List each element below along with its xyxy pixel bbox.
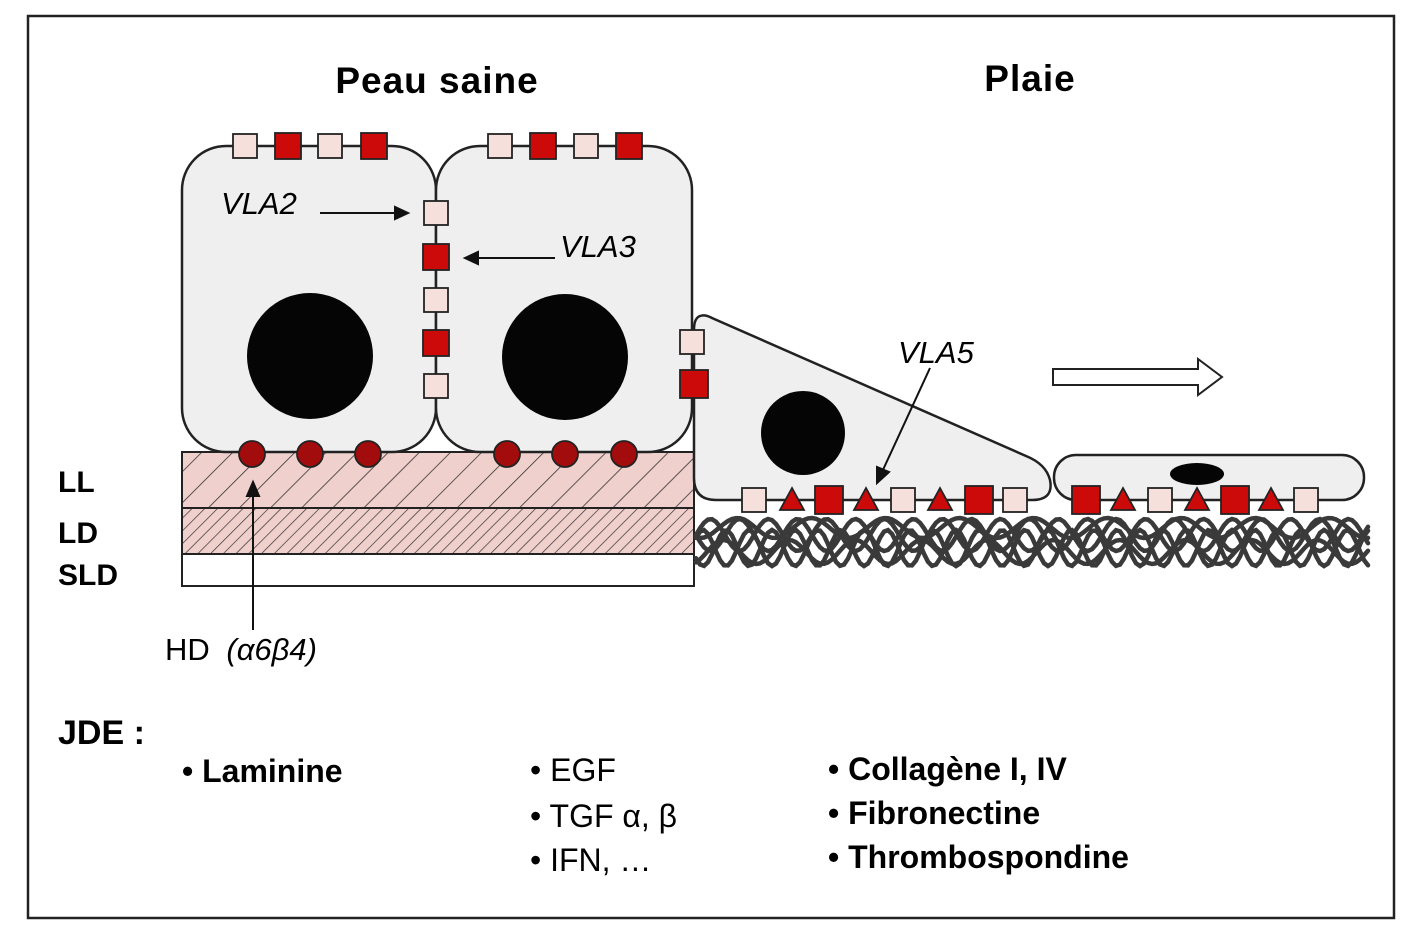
integrin-triangle xyxy=(1183,486,1211,511)
integrin-triangle xyxy=(1109,486,1137,511)
legend-col3-item: • Thrombospondine xyxy=(828,839,1129,875)
integrins-basal xyxy=(741,485,1319,515)
label-vla3: VLA3 xyxy=(560,229,636,264)
migrating-keratinocyte xyxy=(692,314,1052,502)
nucleus xyxy=(761,391,845,475)
nucleus xyxy=(502,294,628,420)
layer-label-ll: LL xyxy=(58,466,95,499)
integrin-red-square xyxy=(964,485,994,515)
fibrin-strand xyxy=(693,537,1371,567)
integrin-red-square xyxy=(422,329,450,357)
integrin-pale-square xyxy=(890,487,916,513)
legend-col3-item: • Fibronectine xyxy=(828,795,1040,831)
integrins-apical xyxy=(232,132,643,160)
legend-col1-item: • Laminine xyxy=(182,753,343,789)
integrin-red-square xyxy=(679,369,709,399)
integrin-pale-square xyxy=(741,487,767,513)
integrin-red-square xyxy=(274,132,302,160)
label-hd: HD (α6β4) xyxy=(165,632,317,667)
legend-heading: JDE : xyxy=(58,714,145,752)
legend-col3-item: • Collagène I, IV xyxy=(828,751,1067,787)
integrins-lateral xyxy=(422,200,709,399)
hemidesmosomes xyxy=(238,440,638,468)
title-healthy-skin: Peau saine xyxy=(335,60,538,101)
integrin-pale-square xyxy=(423,200,449,226)
integrin-pale-square xyxy=(1147,487,1173,513)
integrin-triangle xyxy=(778,486,806,511)
sub-lamina-densa-layer xyxy=(181,553,695,587)
layer-label-sld: SLD xyxy=(58,559,118,592)
vla3-arrowhead xyxy=(462,250,479,266)
nucleus xyxy=(247,293,373,419)
annotation-arrows xyxy=(245,205,931,630)
hemidesmosome xyxy=(610,440,638,468)
integrin-pale-square xyxy=(317,133,343,159)
integrin-pale-square xyxy=(487,133,513,159)
legend-col2-item: • EGF xyxy=(530,752,616,788)
keratinocyte-right xyxy=(434,144,694,454)
jde-legend: JDE : • Laminine • EGF • TGF α, β • IFN,… xyxy=(58,714,1129,878)
integrin-pale-square xyxy=(232,133,258,159)
basement-membrane xyxy=(181,451,695,587)
integrin-red-square xyxy=(422,243,450,271)
integrin-red-square xyxy=(615,132,643,160)
lamina-densa-layer xyxy=(181,507,695,555)
hemidesmosome xyxy=(238,440,266,468)
integrin-red-square xyxy=(529,132,557,160)
nucleus xyxy=(1170,463,1224,485)
hemidesmosome xyxy=(296,440,324,468)
legend-col2-item: • TGF α, β xyxy=(530,798,677,834)
integrin-red-square xyxy=(1071,485,1101,515)
title-wound: Plaie xyxy=(984,58,1075,99)
migration-direction-arrow xyxy=(1052,357,1224,397)
label-hd-text: HD xyxy=(165,632,210,667)
integrin-triangle xyxy=(926,486,954,511)
hemidesmosome xyxy=(354,440,382,468)
integrin-pale-square xyxy=(679,329,705,355)
integrin-pale-square xyxy=(1293,487,1319,513)
layer-label-ld: LD xyxy=(58,517,98,550)
vla5-arrow xyxy=(881,367,931,473)
lamina-lucida-layer xyxy=(181,451,695,509)
integrin-triangle xyxy=(852,486,880,511)
legend-col2-item: • IFN, … xyxy=(530,842,651,878)
integrin-triangle xyxy=(1257,486,1285,511)
fibrin-strand xyxy=(693,515,1371,541)
integrin-red-square xyxy=(360,132,388,160)
vla5-arrowhead xyxy=(876,465,891,486)
hemidesmosome xyxy=(551,440,579,468)
hd-arrowhead xyxy=(245,479,261,497)
integrin-pale-square xyxy=(573,133,599,159)
integrin-pale-square xyxy=(423,287,449,313)
hemidesmosome xyxy=(493,440,521,468)
integrin-pale-square xyxy=(423,373,449,399)
integrin-red-square xyxy=(1220,485,1250,515)
integrin-red-square xyxy=(814,485,844,515)
vla2-arrowhead xyxy=(394,205,411,221)
integrin-pale-square xyxy=(1002,487,1028,513)
fibrin-matrix xyxy=(693,515,1371,569)
label-vla2: VLA2 xyxy=(221,186,297,221)
label-hd-integrin: (α6β4) xyxy=(226,632,317,667)
label-vla5: VLA5 xyxy=(898,335,975,370)
leading-edge-cell xyxy=(1052,453,1366,502)
